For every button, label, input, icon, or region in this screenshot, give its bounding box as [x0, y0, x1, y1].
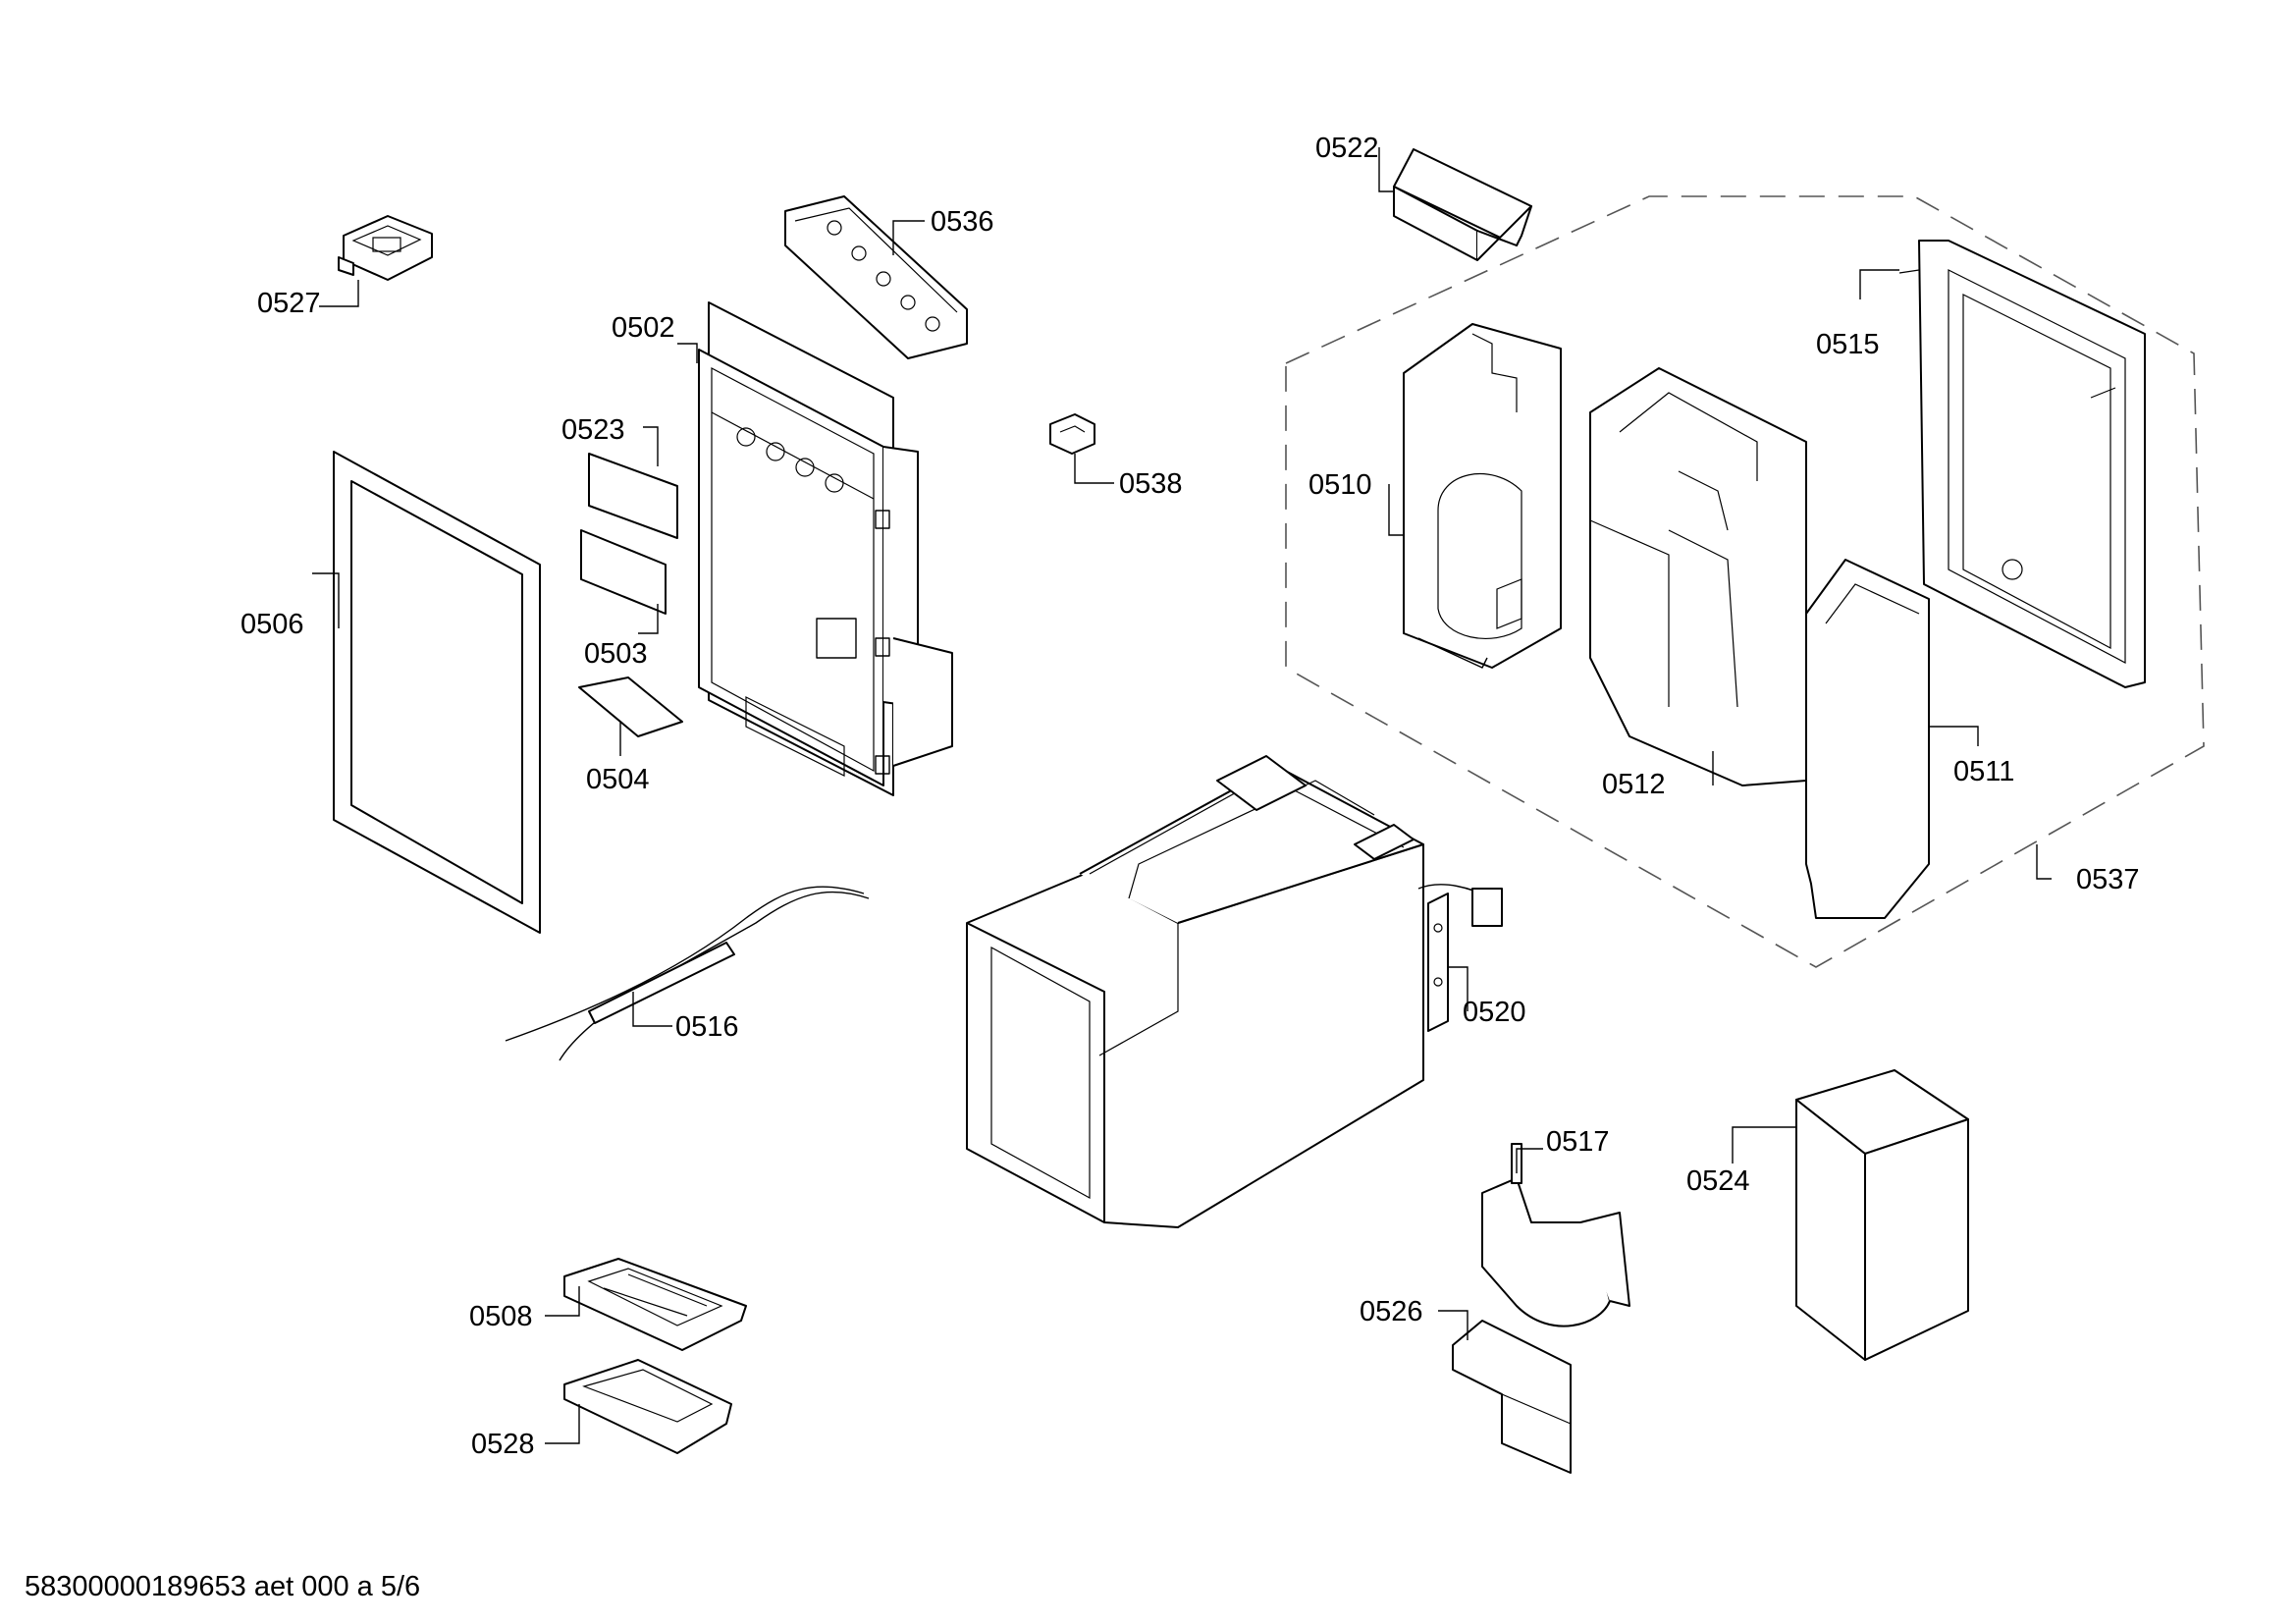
- part-0523: [588, 453, 678, 539]
- callout-0502: 0502: [612, 312, 675, 344]
- drawing-number: 58300000189653 aet 000 a 5/6: [25, 1571, 420, 1602]
- part-0527: [338, 215, 433, 281]
- callout-0508: 0508: [469, 1301, 533, 1332]
- part-0520: [1417, 884, 1503, 1032]
- callout-0511: 0511: [1953, 756, 2014, 787]
- callout-0512: 0512: [1602, 769, 1666, 800]
- part-0515: [1898, 240, 2146, 688]
- assembly-0537-outline: [1285, 195, 2205, 968]
- leader-0524: [1732, 1126, 1796, 1164]
- callout-0516: 0516: [675, 1011, 739, 1043]
- part-0526: [1452, 1320, 1572, 1474]
- leader-0517: [1516, 1148, 1543, 1173]
- callout-0510: 0510: [1308, 469, 1372, 501]
- part-0522: [1393, 148, 1532, 261]
- part-0524: [1795, 1069, 1969, 1361]
- callout-0506: 0506: [240, 609, 304, 640]
- leader-0506: [312, 572, 340, 628]
- part-0517: [1481, 1143, 1630, 1327]
- ice-bucket-assembly: [966, 755, 1424, 1228]
- callout-0523: 0523: [561, 414, 625, 446]
- callout-0526: 0526: [1360, 1296, 1423, 1327]
- callout-0527: 0527: [257, 288, 321, 319]
- callout-0528: 0528: [471, 1429, 535, 1460]
- leader-0537: [2036, 844, 2052, 880]
- leader-0510: [1388, 484, 1404, 536]
- leader-0523: [643, 426, 659, 466]
- callout-0522: 0522: [1315, 133, 1379, 164]
- callout-0536: 0536: [931, 206, 994, 238]
- leader-0520: [1448, 966, 1468, 1011]
- leader-0503: [638, 604, 659, 634]
- part-0516: [505, 886, 870, 1061]
- leader-0502: [677, 343, 698, 363]
- callout-0538: 0538: [1119, 468, 1183, 500]
- callout-0503: 0503: [584, 638, 648, 670]
- leader-0508: [545, 1286, 580, 1317]
- part-0504: [578, 677, 683, 737]
- leader-0516: [632, 992, 672, 1027]
- callout-labels: 0527 0536 0502 0523 0503 0504 0506 0538 …: [240, 133, 2140, 1460]
- part-0538: [1049, 413, 1095, 455]
- part-0502: [698, 301, 953, 796]
- leader-lines: [312, 147, 2052, 1444]
- leader-0522: [1378, 147, 1394, 192]
- leader-0526: [1438, 1310, 1468, 1340]
- leader-0527: [319, 280, 359, 307]
- callout-0524: 0524: [1686, 1165, 1750, 1197]
- callout-0515: 0515: [1816, 329, 1880, 360]
- leader-0528: [545, 1404, 580, 1444]
- callout-0537: 0537: [2076, 864, 2140, 895]
- part-0528: [563, 1359, 732, 1454]
- part-0506: [333, 451, 541, 934]
- part-0536: [784, 195, 968, 359]
- part-0508: [563, 1258, 747, 1351]
- part-0511: [1805, 559, 1930, 919]
- callout-0520: 0520: [1463, 997, 1526, 1028]
- leader-0515: [1859, 269, 1899, 299]
- callout-0504: 0504: [586, 764, 650, 795]
- leader-0511: [1929, 726, 1979, 746]
- part-0503: [580, 529, 667, 615]
- leader-0538: [1074, 454, 1114, 484]
- part-0510: [1403, 323, 1562, 669]
- leader-0536: [892, 220, 925, 255]
- part-0512: [1589, 367, 1807, 786]
- callout-0517: 0517: [1546, 1126, 1610, 1158]
